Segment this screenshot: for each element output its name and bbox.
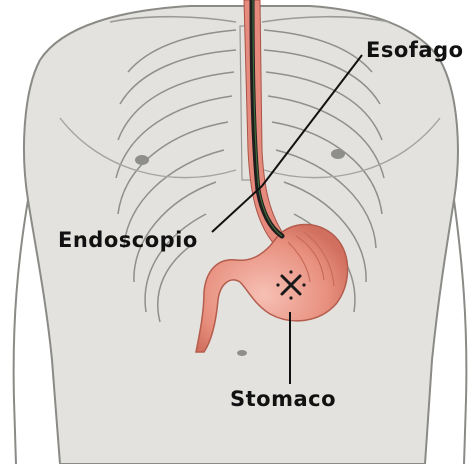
nipple-right — [331, 149, 345, 159]
nipple-left — [135, 155, 149, 165]
endoscope-label: Endoscopio — [58, 230, 198, 251]
navel — [237, 350, 247, 356]
esophagus-label: Esofago — [366, 40, 464, 61]
stomach-label: Stomaco — [230, 389, 336, 410]
